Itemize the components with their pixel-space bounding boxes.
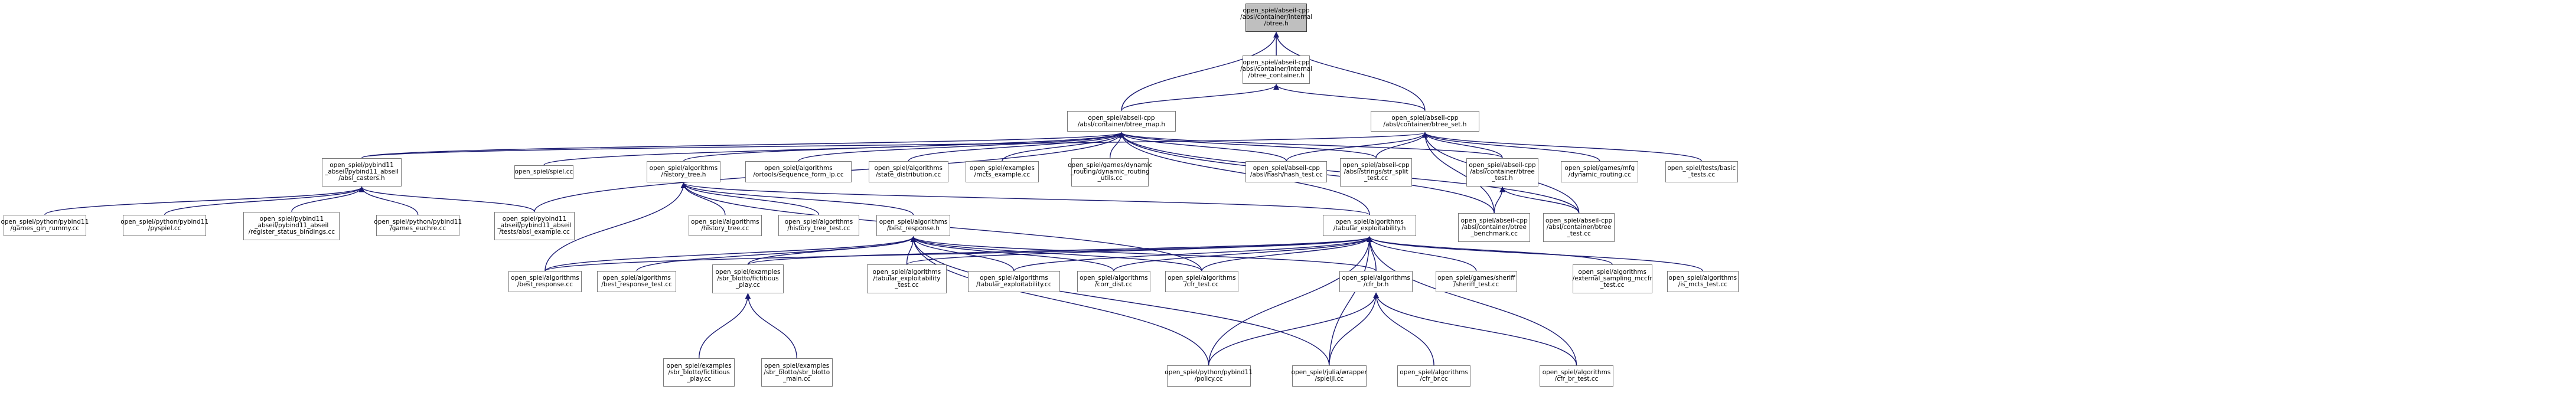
edge-cfr_test_cc-to-tabular_exploitability_h: [1201, 236, 1372, 272]
edge-pybind11_casters_h-to-btree_map_h: [361, 132, 1124, 159]
edge-absl_example_cc-to-pybind11_casters_h: [358, 186, 535, 212]
edge-python_policy_cc-to-cfr_br_h: [1208, 292, 1379, 366]
edge-sbr_blotto_fictitious_play_cc-to-tabular_exploitability_h: [747, 236, 1372, 265]
node-str-split-test-cc[interactable]: open_spiel/abseil-cpp /absl/strings/str_…: [1340, 158, 1412, 187]
node-history-tree-cc[interactable]: open_spiel/algorithms /history_tree.cc: [688, 215, 762, 237]
edge-julia_spieljl_cc-to-tabular_exploitability_h: [1329, 236, 1372, 366]
edge-btree_set_h-to-btree_container_h: [1273, 84, 1426, 111]
node-basic-tests-cc[interactable]: open_spiel/tests/basic _tests.cc: [1665, 161, 1738, 183]
node-sbr-blotto-fictitious-play-cc[interactable]: open_spiel/examples /sbr_blotto/fictitio…: [712, 264, 784, 293]
node-spiel-cc[interactable]: open_spiel/spiel.cc: [514, 165, 574, 179]
node-tabular-exploitability-test-cc[interactable]: open_spiel/algorithms /tabular_exploitab…: [866, 264, 947, 293]
node-btree-benchmark-cc[interactable]: open_spiel/abseil-cpp /absl/container/bt…: [1458, 213, 1530, 242]
node-corr-dist-cc[interactable]: open_spiel/algorithms /corr_dist.cc: [1077, 271, 1150, 293]
edge-history_tree_cc-to-history_tree_h: [680, 182, 726, 215]
edge-corr_dist_cc-to-best_response_h: [910, 236, 1114, 272]
node-is-mcts-test-cc[interactable]: open_spiel/algorithms /is_mcts_test.cc: [1667, 271, 1739, 293]
node-pyspiel-cc[interactable]: open_spiel/python/pybind11 /pyspiel.cc: [120, 215, 208, 237]
edge-cfr_br_test_cc-to-tabular_exploitability_h: [1367, 236, 1577, 366]
node-python-policy-cc[interactable]: open_spiel/python/pybind11 /policy.cc: [1165, 365, 1253, 387]
edge-history_tree_h-to-btree_map_h: [683, 132, 1124, 162]
edge-mcts_example_cc-to-btree_map_h: [1002, 132, 1124, 162]
node-sbr-blotto-fictitious-play-2-cc[interactable]: open_spiel/examples /sbr_blotto/fictitio…: [663, 358, 735, 387]
edge-btree_benchmark_cc-to-btree_test_h: [1494, 186, 1505, 214]
node-history-tree-test-cc[interactable]: open_spiel/algorithms /history_tree_test…: [778, 215, 860, 237]
node-state-distribution-cc[interactable]: open_spiel/algorithms /state_distributio…: [868, 161, 948, 183]
node-cfr-test-cc[interactable]: open_spiel/algorithms /cfr_test.cc: [1165, 271, 1238, 293]
node-games-euchre-cc[interactable]: open_spiel/python/pybind11 /games_euchre…: [374, 215, 462, 237]
edge-cfr_br_cc-to-cfr_br_h: [1373, 292, 1434, 366]
node-btree-test-cc[interactable]: open_spiel/abseil-cpp /absl/container/bt…: [1543, 213, 1615, 242]
node-games-gin-rummy-cc[interactable]: open_spiel/python/pybind11 /games_gin_ru…: [1, 215, 89, 237]
node-external-sampling-mccfr-test-cc[interactable]: open_spiel/algorithms /external_sampling…: [1572, 264, 1652, 293]
node-cfr-br-cc[interactable]: open_spiel/algorithms /cfr_br.cc: [1397, 365, 1471, 387]
edge-cfr_br_h-to-best_response_h: [910, 236, 1377, 272]
node-dynamic-routing-utils-cc[interactable]: open_spiel/games/dynamic _routing/dynami…: [1068, 158, 1152, 187]
node-cfr-br-test-cc[interactable]: open_spiel/algorithms /cfr_br_test.cc: [1540, 365, 1613, 387]
edge-best_response_cc-to-history_tree_h: [544, 182, 687, 272]
edge-pybind11_casters_h-to-btree_set_h: [361, 132, 1428, 159]
edge-sequence_form_lp_cc-to-btree_map_h: [798, 132, 1124, 162]
edge-corr_dist_cc-to-tabular_exploitability_h: [1113, 236, 1372, 272]
edge-tabular_exploitability_cc-to-tabular_exploitability_h: [1013, 236, 1372, 272]
edge-julia_spieljl_cc-to-cfr_br_h: [1329, 292, 1380, 366]
edge-btree_map_h-to-btree_container_h: [1121, 84, 1279, 111]
edge-basic_tests_cc-to-btree_set_h: [1422, 132, 1702, 162]
node-history-tree-h[interactable]: open_spiel/algorithms /history_tree.h: [647, 161, 720, 183]
edge-best_response_h-to-history_tree_h: [680, 182, 914, 215]
node-btree-container-h[interactable]: open_spiel/abseil-cpp /absl/container/in…: [1240, 55, 1312, 84]
edge-python_policy_cc-to-best_response_h: [910, 236, 1209, 366]
node-btree-set-h[interactable]: open_spiel/abseil-cpp /absl/container/bt…: [1371, 110, 1479, 132]
node-mcts-example-cc[interactable]: open_spiel/examples /mcts_example.cc: [965, 161, 1039, 183]
edge-history_tree_test_cc-to-history_tree_h: [680, 182, 820, 215]
edge-btree_test_h-to-btree_set_h: [1422, 132, 1503, 158]
node-sequence-form-lp-cc[interactable]: open_spiel/algorithms /ortools/sequence_…: [745, 161, 852, 183]
edge-python_policy_cc-to-tabular_exploitability_h: [1208, 236, 1372, 366]
edge-btree_test_h-to-btree_map_h: [1119, 132, 1503, 159]
node-best-response-test-cc[interactable]: open_spiel/algorithms /best_response_tes…: [597, 271, 677, 293]
node-tabular-exploitability-cc[interactable]: open_spiel/algorithms /tabular_exploitab…: [967, 271, 1060, 293]
edge-btree_benchmark_cc-to-btree_set_h: [1422, 132, 1495, 214]
edge-sbr_blotto_fictitious_play_2_cc-to-sbr_blotto_fictitious_play_cc: [698, 293, 751, 359]
node-btree-map-h[interactable]: open_spiel/abseil-cpp /absl/container/bt…: [1067, 110, 1176, 132]
node-sheriff-test-cc[interactable]: open_spiel/games/sheriff /sheriff_test.c…: [1435, 271, 1517, 293]
node-julia-spieljl-cc[interactable]: open_spiel/julia/wrapper /spieljl.cc: [1292, 365, 1367, 387]
edge-best_response_cc-to-best_response_h: [544, 236, 917, 272]
edge-best_response_cc-to-tabular_exploitability_h: [544, 236, 1372, 272]
node-absl-example-cc[interactable]: open_spiel/pybind11 _abseil/pybind11_abs…: [494, 211, 575, 240]
node-tabular-exploitability-h[interactable]: open_spiel/algorithms /tabular_exploitab…: [1323, 215, 1416, 237]
node-btree-test-h[interactable]: open_spiel/abseil-cpp /absl/container/bt…: [1466, 158, 1538, 187]
edge-btree_test_cc-to-btree_test_h: [1499, 186, 1580, 214]
edge-str_split_test_cc-to-btree_map_h: [1119, 132, 1377, 159]
edge-is_mcts_test_cc-to-tabular_exploitability_h: [1367, 236, 1704, 272]
node-absl-casters-h[interactable]: open_spiel/pybind11 _abseil/pybind11_abs…: [321, 158, 402, 187]
edge-state_distribution_cc-to-btree_map_h: [908, 132, 1124, 162]
edge-hash_test_cc-to-btree_map_h: [1119, 132, 1287, 162]
edge-btree_set_h-to-btree_h: [1273, 31, 1426, 111]
edge-tabular_exploitability_h-to-btree_map_h: [1119, 132, 1370, 215]
edge-sheriff_test_cc-to-tabular_exploitability_h: [1367, 236, 1477, 272]
node-mfg-dynamic-routing-cc[interactable]: open_spiel/games/mfg /dynamic_routing.cc: [1561, 161, 1639, 183]
node-btree-h: open_spiel/abseil-cpp /absl/container/in…: [1240, 3, 1312, 32]
edge-sbr_blotto_main_cc-to-sbr_blotto_fictitious_play_cc: [745, 293, 797, 359]
edge-tabular_exploitability_h-to-history_tree_h: [680, 182, 1370, 215]
edge-sbr_blotto_fictitious_play_cc-to-best_response_h: [747, 236, 917, 265]
edge-cfr_test_cc-to-best_response_h: [910, 236, 1202, 272]
node-cfr-br-h[interactable]: open_spiel/algorithms /cfr_br.h: [1339, 271, 1413, 293]
edge-julia_spieljl_cc-to-best_response_h: [910, 236, 1330, 366]
node-hash-test-cc[interactable]: open_spiel/abseil-cpp /absl/hash/hash_te…: [1245, 161, 1328, 183]
node-register-status-bindings-cc[interactable]: open_spiel/pybind11 _abseil/pybind11_abs…: [243, 211, 340, 240]
node-best-response-cc[interactable]: open_spiel/algorithms /best_response.cc: [508, 271, 582, 293]
edge-cfr_br_test_cc-to-cfr_br_h: [1373, 292, 1577, 366]
node-sbr-blotto-main-cc[interactable]: open_spiel/examples /sbr_blotto/sbr_blot…: [761, 358, 833, 387]
edge-hash_test_cc-to-btree_set_h: [1286, 132, 1428, 162]
edge-btree_map_h-to-btree_h: [1121, 31, 1279, 111]
edge-pyspiel_cc-to-pybind11_casters_h: [164, 186, 365, 215]
node-best-response-h[interactable]: open_spiel/algorithms /best_response.h: [876, 215, 950, 237]
edge-mfg_dynamic_routing_cc-to-btree_set_h: [1422, 132, 1600, 162]
edge-gin_rummy_cc-to-pybind11_casters_h: [44, 186, 365, 215]
edge-tabular_exploitability_test_cc-to-tabular_exploitability_h: [906, 236, 1372, 265]
